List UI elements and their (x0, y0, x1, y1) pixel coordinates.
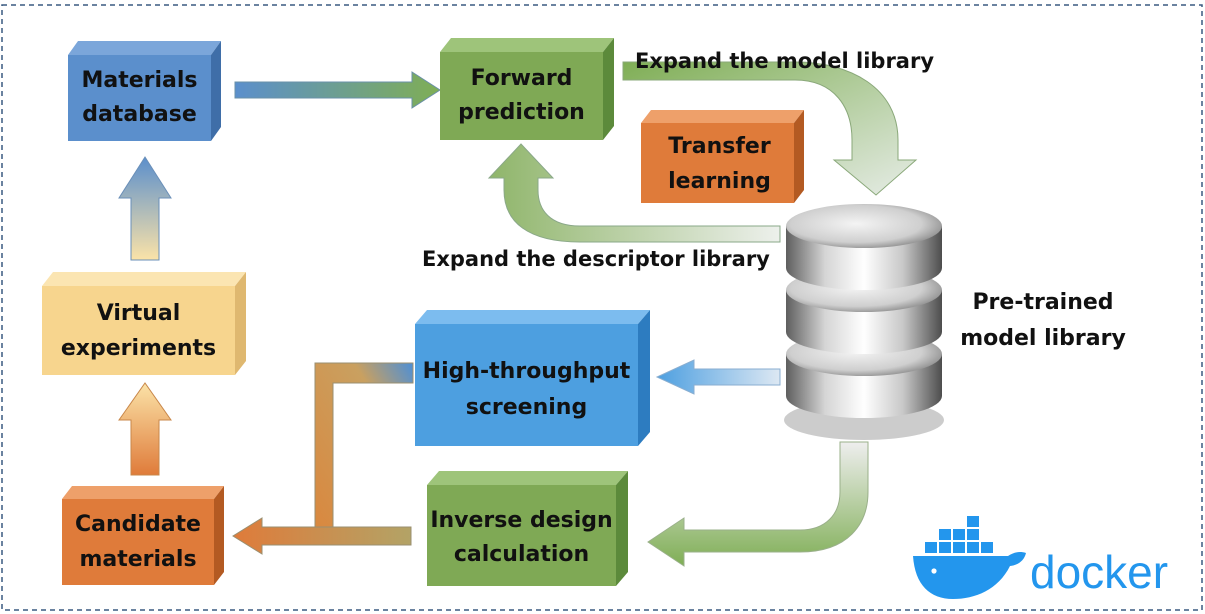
forward-prediction-box: Forward prediction (440, 38, 614, 140)
candidate-materials-line-1: Candidate (75, 512, 201, 537)
docker-logo: docker (913, 516, 1168, 599)
arrow-forward-to-library (622, 61, 918, 196)
materials-database-line-2: database (82, 102, 197, 127)
arrow-library-to-inverse (647, 441, 869, 567)
dashed-frame (1, 4, 1203, 611)
database-cylinder-icon (784, 204, 944, 440)
arrow-library-to-forward (487, 143, 781, 243)
pretrained-library-line-2: model library (960, 326, 1126, 351)
arrow-database-to-forward (234, 71, 441, 109)
pretrained-library-line-1: Pre-trained (972, 290, 1113, 315)
candidate-materials-box: Candidate materials (62, 486, 224, 585)
virtual-experiments-line-2: experiments (61, 336, 216, 361)
inverse-design-calculation-box: Inverse design calculation (427, 471, 628, 586)
forward-prediction-line-1: Forward (471, 66, 573, 91)
label-expand-model-library: Expand the model library (635, 49, 934, 73)
forward-prediction-line-2: prediction (458, 100, 585, 125)
arrow-candidate-to-virtual (118, 382, 172, 476)
materials-database-box: Materials database (68, 41, 221, 141)
high-throughput-screening-line-1: High-throughput (423, 359, 631, 384)
virtual-experiments-line-1: Virtual (97, 301, 181, 326)
candidate-materials-line-2: materials (79, 547, 196, 572)
arrow-library-to-screening (655, 359, 781, 395)
inverse-design-line-1: Inverse design (430, 508, 612, 533)
arrow-inverse-to-candidate (232, 517, 412, 555)
inverse-design-line-2: calculation (454, 542, 589, 567)
materials-database-line-1: Materials (81, 68, 197, 93)
arrow-virtual-to-database (118, 156, 172, 261)
docker-wordmark: docker (1030, 546, 1168, 598)
high-throughput-screening-line-2: screening (466, 395, 587, 420)
virtual-experiments-box: Virtual experiments (42, 272, 246, 375)
transfer-learning-line-2: learning (668, 169, 771, 194)
transfer-learning-line-1: Transfer (668, 134, 771, 159)
docker-whale-icon (913, 516, 1026, 599)
transfer-learning-box: Transfer learning (641, 110, 804, 203)
high-throughput-screening-box: High-throughput screening (415, 310, 650, 446)
arrow-screening-to-candidate (314, 362, 414, 528)
label-expand-descriptor-library: Expand the descriptor library (422, 247, 770, 271)
